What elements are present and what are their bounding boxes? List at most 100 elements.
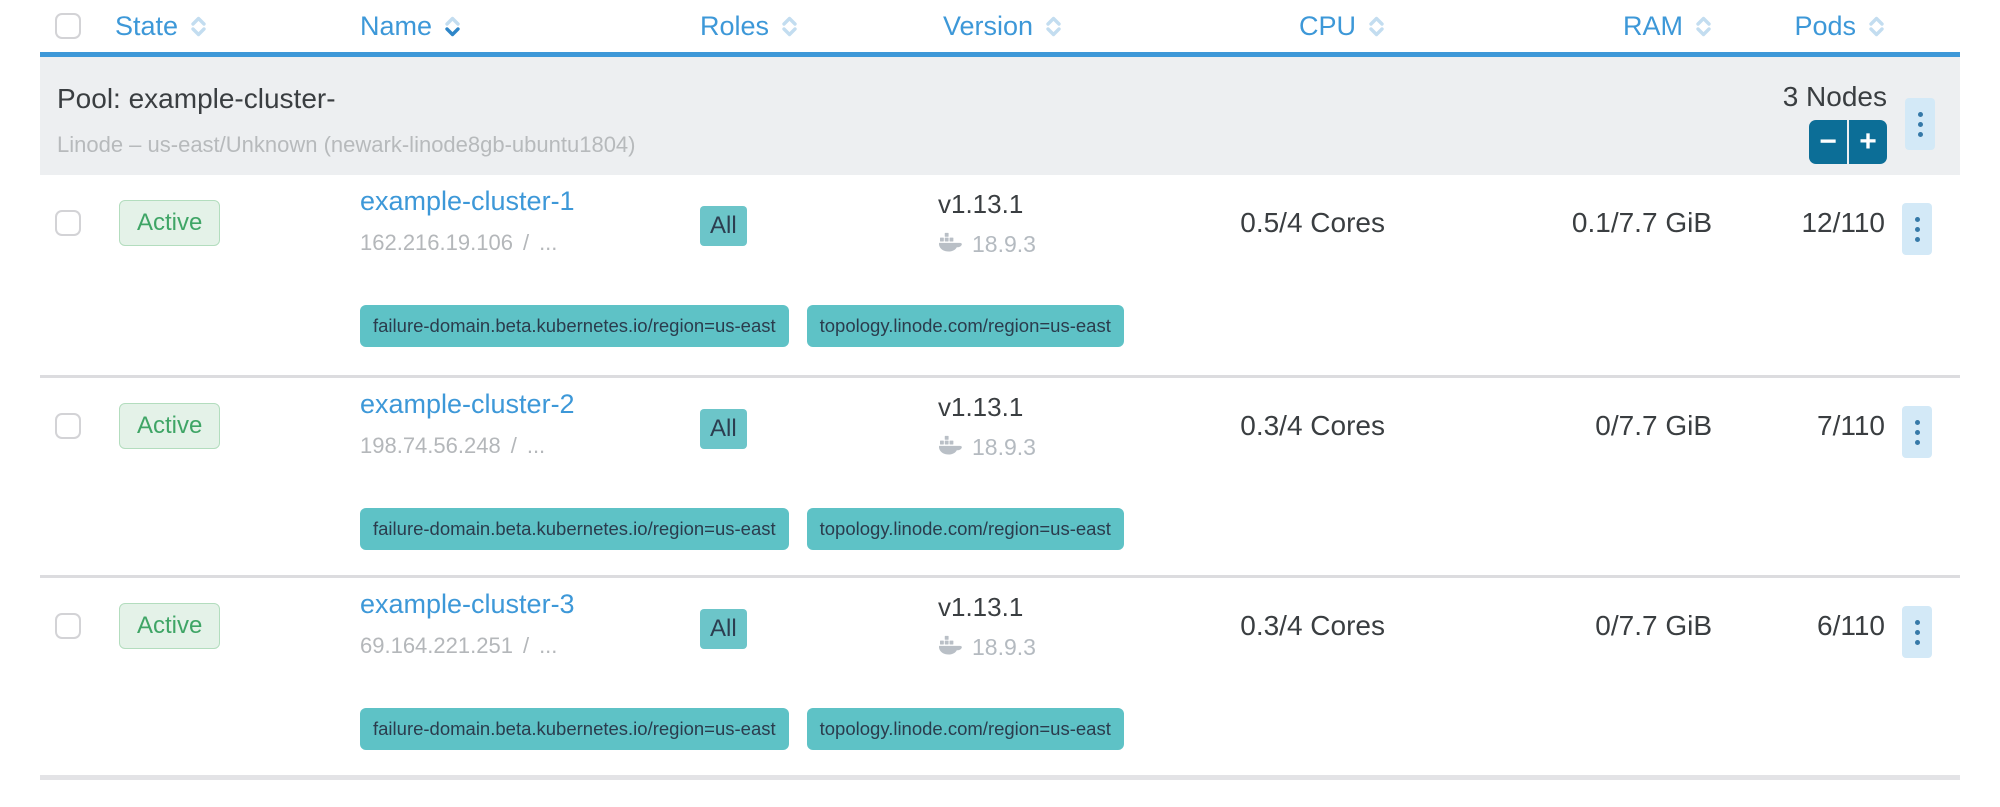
pool-subtitle: Linode – us-east/Unknown (newark-linode8… [57, 132, 636, 157]
column-header-roles[interactable]: Roles [695, 11, 938, 42]
column-header-cpu[interactable]: CPU [1180, 11, 1385, 42]
table-row: Active example-cluster-2 198.74.56.248/.… [40, 375, 1960, 575]
row-menu-button[interactable] [1902, 203, 1932, 255]
kubernetes-version: v1.13.1 [938, 189, 1024, 219]
node-ip: 69.164.221.251 [360, 633, 513, 658]
docker-icon [938, 434, 963, 461]
column-label: State [115, 10, 179, 41]
column-header-pods[interactable]: Pods [1712, 11, 1885, 42]
node-labels: failure-domain.beta.kubernetes.io/region… [360, 506, 1960, 578]
roles-badge: All [700, 609, 747, 649]
docker-version-line: 18.9.3 [938, 634, 1180, 661]
pool-menu-button[interactable] [1905, 98, 1935, 150]
kebab-icon [1914, 419, 1920, 425]
pool-controls: 3 Nodes − + [1783, 57, 1935, 175]
status-badge: Active [119, 403, 221, 449]
sort-icon[interactable] [1868, 15, 1885, 38]
pool-title: Pool: example-cluster- [57, 83, 336, 114]
scale-down-button[interactable]: − [1809, 120, 1847, 164]
column-label: Name [360, 10, 433, 41]
sort-icon[interactable] [1368, 15, 1385, 38]
cpu-cell: 0.5/4 Cores [1240, 207, 1385, 238]
node-pool-table: State Name Roles Version CPU RAM Pods [40, 0, 1960, 780]
pool-group-row: Pool: example-cluster- Linode – us-east/… [40, 57, 1960, 175]
kebab-icon [1914, 619, 1920, 625]
node-ip-line: 198.74.56.248/... [360, 433, 546, 458]
pool-scale-block: 3 Nodes − + [1783, 57, 1887, 164]
row-checkbox[interactable] [55, 413, 81, 439]
column-header-state[interactable]: State [115, 11, 360, 42]
column-header-name[interactable]: Name [360, 11, 695, 42]
kubernetes-version: v1.13.1 [938, 392, 1024, 422]
pool-titles: Pool: example-cluster- Linode – us-east/… [57, 57, 636, 175]
cpu-cell: 0.3/4 Cores [1240, 410, 1385, 441]
sort-icon-active-desc[interactable] [444, 15, 461, 38]
label-tag: topology.linode.com/region=us-east [806, 508, 1124, 550]
roles-badge: All [700, 206, 747, 246]
label-tag: failure-domain.beta.kubernetes.io/region… [360, 305, 789, 347]
roles-badge: All [700, 409, 747, 449]
column-label: RAM [1623, 10, 1683, 41]
docker-version-line: 18.9.3 [938, 434, 1180, 461]
select-all-checkbox[interactable] [55, 13, 81, 39]
ram-cell: 0/7.7 GiB [1595, 610, 1712, 641]
column-label: Roles [700, 10, 770, 41]
sort-icon[interactable] [781, 15, 798, 38]
pods-cell: 7/110 [1817, 410, 1885, 441]
scale-up-button[interactable]: + [1849, 120, 1887, 164]
pods-cell: 12/110 [1801, 207, 1885, 238]
column-header-ram[interactable]: RAM [1385, 11, 1712, 42]
node-name-link[interactable]: example-cluster-2 [360, 389, 575, 419]
column-header-version[interactable]: Version [938, 11, 1180, 42]
minus-icon: − [1819, 125, 1837, 158]
kebab-icon [1914, 216, 1920, 222]
pods-cell: 6/110 [1817, 610, 1885, 641]
node-ip-line: 162.216.19.106/... [360, 230, 558, 255]
docker-version: 18.9.3 [972, 634, 1036, 660]
docker-icon [938, 231, 963, 258]
label-tag: topology.linode.com/region=us-east [806, 708, 1124, 750]
sort-icon[interactable] [190, 15, 207, 38]
kubernetes-version: v1.13.1 [938, 592, 1024, 622]
table-row: Active example-cluster-3 69.164.221.251/… [40, 575, 1960, 775]
node-ip: 162.216.19.106 [360, 230, 513, 255]
node-name-link[interactable]: example-cluster-1 [360, 186, 575, 216]
pool-node-count: 3 Nodes [1782, 81, 1887, 112]
docker-version-line: 18.9.3 [938, 231, 1180, 258]
label-tag: topology.linode.com/region=us-east [806, 305, 1124, 347]
cpu-cell: 0.3/4 Cores [1240, 610, 1385, 641]
sort-icon[interactable] [1695, 15, 1712, 38]
label-tag: failure-domain.beta.kubernetes.io/region… [360, 508, 789, 550]
plus-icon: + [1859, 125, 1877, 158]
table-header: State Name Roles Version CPU RAM Pods [40, 0, 1960, 57]
row-menu-button[interactable] [1902, 406, 1932, 458]
row-checkbox[interactable] [55, 613, 81, 639]
sort-icon[interactable] [1045, 15, 1062, 38]
pool-scaler: − + [1809, 120, 1887, 164]
ram-cell: 0.1/7.7 GiB [1571, 207, 1712, 238]
ram-cell: 0/7.7 GiB [1595, 410, 1712, 441]
node-ip-line: 69.164.221.251/... [360, 633, 558, 658]
label-tag: failure-domain.beta.kubernetes.io/region… [360, 708, 789, 750]
node-labels: failure-domain.beta.kubernetes.io/region… [360, 303, 1960, 375]
column-label: Version [943, 10, 1034, 41]
ip-more[interactable]: ... [539, 633, 558, 658]
row-menu-button[interactable] [1902, 606, 1932, 658]
node-ip: 198.74.56.248 [360, 433, 501, 458]
docker-icon [938, 634, 963, 661]
column-label: CPU [1298, 10, 1356, 41]
header-select-all-cell [40, 13, 115, 39]
row-checkbox[interactable] [55, 210, 81, 236]
table-row: Active example-cluster-1 162.216.19.106/… [40, 175, 1960, 375]
status-badge: Active [119, 200, 221, 246]
node-name-link[interactable]: example-cluster-3 [360, 589, 575, 619]
docker-version: 18.9.3 [972, 434, 1036, 460]
status-badge: Active [119, 603, 221, 649]
ip-more[interactable]: ... [526, 433, 546, 458]
table-bottom-divider [40, 775, 1960, 780]
node-labels: failure-domain.beta.kubernetes.io/region… [360, 706, 1960, 778]
ip-more[interactable]: ... [539, 230, 558, 255]
column-label: Pods [1794, 10, 1856, 41]
kebab-icon [1917, 111, 1923, 117]
docker-version: 18.9.3 [972, 231, 1036, 257]
